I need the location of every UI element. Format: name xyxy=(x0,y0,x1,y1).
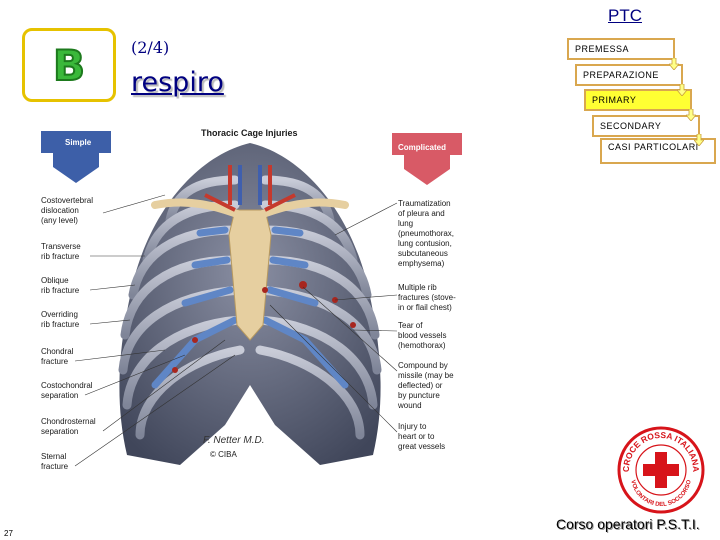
flow-step-primary[interactable]: PRIMARY xyxy=(584,89,692,111)
section-badge: B xyxy=(22,28,116,102)
illustration-title: Thoracic Cage Injuries xyxy=(201,128,298,138)
artist-credit: © CIBA xyxy=(210,450,237,459)
slide-title-link[interactable]: respiro xyxy=(131,67,224,98)
artist-signature: F. Netter M.D. xyxy=(203,435,265,446)
footer-caption: Corso operatori P.S.T.I. xyxy=(556,516,700,532)
flow-step-label: CASI PARTICOLARI xyxy=(608,142,699,152)
flow-step-premessa[interactable]: PREMESSA xyxy=(567,38,675,60)
thoracic-cage-illustration: Simple Complicated Thoracic Cage Injurie… xyxy=(35,125,467,477)
badge-letter: B xyxy=(53,41,85,90)
complicated-header-arrow xyxy=(392,133,462,185)
flow-arrow-icon xyxy=(669,58,679,70)
croce-rossa-logo: CROCE ROSSA ITALIANA VOLONTARI DEL SOCCO… xyxy=(617,426,705,514)
section-fraction: (2/4) xyxy=(131,38,169,57)
ptc-link[interactable]: PTC xyxy=(608,6,642,26)
flow-step-label: PREMESSA xyxy=(575,44,629,54)
complicated-header: Complicated xyxy=(398,143,446,152)
flow-step-secondary[interactable]: SECONDARY xyxy=(592,115,700,137)
page-number: 27 xyxy=(4,529,13,538)
simple-header: Simple xyxy=(65,138,92,147)
flow-step-label: PRIMARY xyxy=(592,95,636,105)
flow-step-preparazione[interactable]: PREPARAZIONE xyxy=(575,64,683,86)
flow-arrow-icon xyxy=(677,84,687,96)
flow-step-label: SECONDARY xyxy=(600,121,661,131)
flow-arrow-icon xyxy=(694,134,704,146)
flow-arrow-icon xyxy=(686,109,696,121)
flow-step-label: PREPARAZIONE xyxy=(583,70,659,80)
